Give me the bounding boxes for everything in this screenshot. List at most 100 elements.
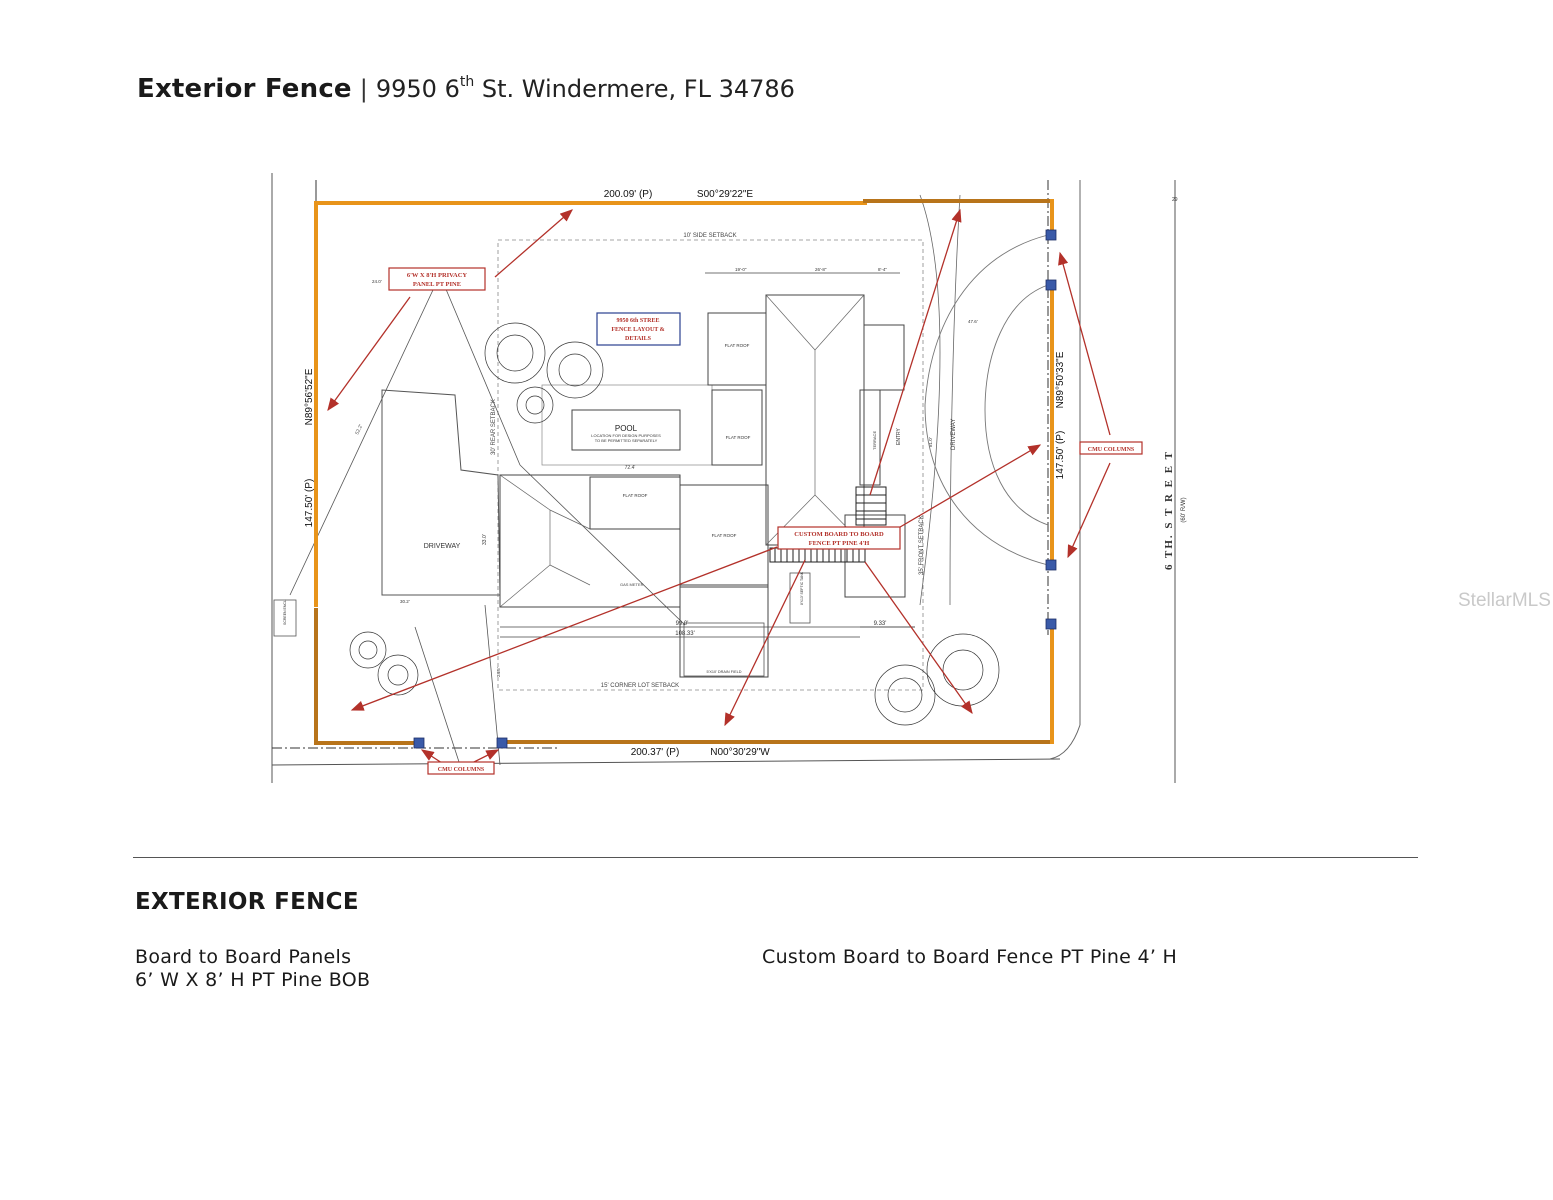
top-boundary-distance: 200.09' (P) — [604, 189, 653, 200]
title-separator: | — [359, 75, 368, 103]
dim-476: 47.6' — [968, 319, 978, 324]
left-boundary-distance: 147.50' (P) — [304, 479, 315, 528]
fence-spec-left-line-1: Board to Board Panels — [135, 946, 352, 968]
dim-29: 29 — [1172, 197, 1178, 203]
flat-roof-label-1: FLAT ROOF — [725, 343, 750, 348]
circular-drive-outer — [924, 234, 1049, 566]
info-line-1: 9950 6th STREE — [616, 318, 659, 324]
pool-note-1: LOCATION FOR DESIGN PURPOSES — [591, 433, 661, 438]
arrow — [894, 444, 1042, 531]
cmu-columns-right-label: CMU COLUMNS — [1088, 447, 1135, 453]
fence-spec-right-line-1: Custom Board to Board Fence PT Pine 4’ H — [762, 946, 1178, 968]
curb-return — [1049, 724, 1081, 760]
address-rest: St. Windermere, FL 34786 — [474, 75, 795, 103]
deck-dim: 72.4' — [625, 465, 636, 471]
corner-setback-label: 15' CORNER LOT SETBACK — [601, 683, 679, 689]
pool-outline — [571, 409, 681, 451]
left-boundary-bearing: N89°56'52"E — [304, 368, 315, 425]
right-driveway-label: DRIVEWAY — [951, 419, 957, 450]
page-title: Exterior Fence — [137, 74, 352, 104]
property-address: 9950 6th St. Windermere, FL 34786 — [375, 74, 795, 103]
left-driveway-outline — [381, 389, 501, 596]
dim-24: 24.0' — [372, 279, 382, 284]
custom-fence-hatch — [769, 486, 887, 563]
arrow — [327, 296, 411, 412]
cmu-column — [1045, 279, 1057, 291]
septic-tank — [789, 572, 811, 624]
gas-meter-label: GAS METER — [620, 582, 644, 587]
fence-lines — [314, 199, 1054, 745]
info-line-2: FENCE LAYOUT & — [611, 327, 664, 333]
dim-24b: 24.5' — [496, 667, 501, 677]
right-boundary-bearing: N89°50'33"E — [1055, 351, 1066, 408]
trees — [349, 322, 1000, 726]
dim-190: 19'-0" — [735, 267, 747, 272]
bottom-boundary-distance: 200.37' (P) — [631, 747, 680, 758]
callout-arrows — [327, 208, 1111, 764]
arrow — [869, 208, 962, 496]
arrow — [350, 546, 778, 711]
site-plan: 10' SIDE SETBACK 15' CORNER LOT SETBACK … — [260, 165, 1200, 790]
cmu-column — [1045, 559, 1057, 571]
dim-30: 30.2' — [400, 599, 410, 604]
diagonal-dim: 52.2' — [354, 424, 364, 436]
bottom-boundary-bearing: N00°30'29"W — [710, 747, 770, 758]
cmu-column — [1045, 229, 1057, 241]
section-divider — [133, 857, 1418, 858]
info-line-3: DETAILS — [625, 336, 652, 342]
page-header: Exterior Fence|9950 6th St. Windermere, … — [137, 74, 795, 114]
dim-99: 99.0' — [676, 621, 689, 627]
cmu-column — [496, 737, 508, 749]
address-ordinal: th — [459, 74, 475, 90]
arrow — [494, 209, 573, 278]
flat-roof-label-4: FLAT ROOF — [712, 533, 737, 538]
flat-roof-label-2: FLAT ROOF — [726, 435, 751, 440]
south-road-line — [271, 758, 1061, 766]
diagonal-line-1 — [289, 274, 441, 596]
arrow — [864, 561, 973, 715]
drive-edge-1 — [414, 626, 461, 766]
cmu-column — [413, 737, 425, 749]
left-driveway-label: DRIVEWAY — [424, 543, 461, 550]
dim-33: 33.0' — [482, 534, 488, 545]
driveway-right-edge-east — [949, 194, 961, 606]
flat-roof-label-3: FLAT ROOF — [623, 493, 648, 498]
address-number: 9950 6 — [375, 75, 460, 103]
arrow — [724, 559, 806, 727]
entry-label: ENTRY — [896, 427, 902, 445]
custom-fence-line-2: FENCE PT PINE 4'H — [809, 540, 870, 547]
diagonal-line-3 — [519, 464, 686, 626]
circular-drive-inner — [984, 284, 1049, 526]
dim-933: 9.33' — [874, 621, 887, 627]
cmu-column — [1045, 618, 1057, 630]
arrow — [471, 749, 500, 764]
custom-fence-callout: CUSTOM BOARD TO BOARD FENCE PT PINE 4'H — [777, 526, 901, 550]
diagonal-line-2 — [439, 274, 521, 466]
driveway-right-edge-west — [919, 194, 941, 606]
house-footprint — [499, 294, 906, 678]
cmu-columns-bottom-label: CMU COLUMNS — [438, 767, 485, 773]
arrow — [1067, 462, 1111, 559]
drain-field-label: 5'X10' DRAIN FIELD — [706, 670, 741, 674]
screen-enclosure — [273, 599, 297, 637]
front-setback-label: 35' FRONT SETBACK — [919, 515, 925, 575]
rear-setback-label: 30' REAR SETBACK — [491, 399, 497, 455]
arrow — [1058, 251, 1111, 436]
screen-enclosure-label: SCREEN ENCL. — [283, 599, 287, 625]
drain-field — [683, 622, 765, 677]
street-row: (60' R/W) — [1181, 497, 1187, 522]
cmu-columns-callout-right: CMU COLUMNS — [1079, 441, 1143, 455]
fence-spec-left: Board to Board Panels 6’ W X 8’ H PT Pin… — [135, 946, 370, 992]
privacy-panel-line-1: 6'W X 8'H PRIVACY — [407, 272, 468, 279]
privacy-panel-line-2: PANEL PT PINE — [413, 281, 461, 288]
septic-label: 8'X13' SEPTIC TANK — [800, 571, 804, 605]
custom-fence-line-1: CUSTOM BOARD TO BOARD — [794, 531, 884, 538]
pool-note-2: TO BE PERMITTED SEPARATELY — [595, 438, 658, 443]
dim-84: 8'-4" — [878, 267, 887, 272]
section-title: EXTERIOR FENCE — [135, 889, 359, 915]
fence-spec-left-line-2: 6’ W X 8’ H PT Pine BOB — [135, 969, 371, 991]
cmu-columns — [413, 229, 1057, 749]
dim-108: 108.33' — [675, 631, 695, 637]
cmu-columns-callout-bottom: CMU COLUMNS — [427, 761, 495, 775]
top-boundary-bearing: S00°29'22"E — [697, 189, 753, 200]
